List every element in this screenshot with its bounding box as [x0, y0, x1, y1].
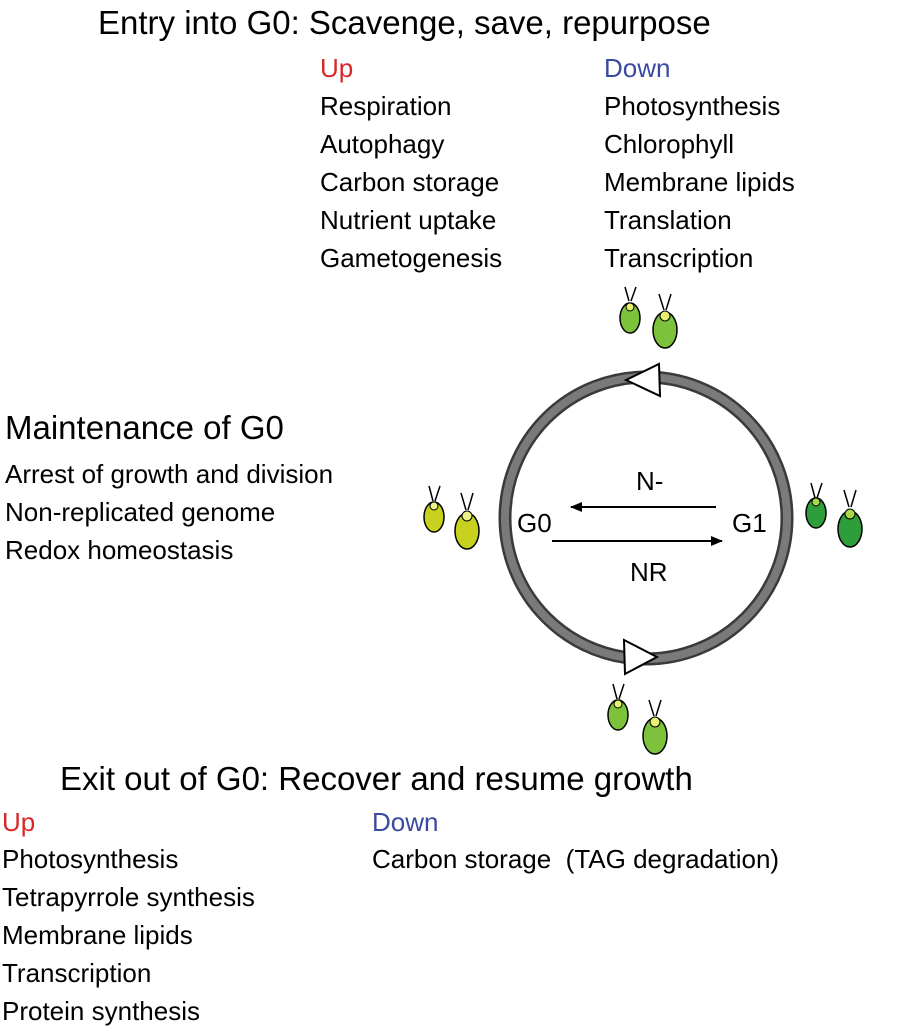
exit-up-item: Transcription — [2, 958, 152, 988]
exit-up-item: Membrane lipids — [2, 920, 193, 950]
cell-icon — [642, 699, 668, 755]
triangle-arrow-icon — [622, 638, 660, 676]
entry-up-item: Respiration — [320, 91, 452, 121]
to-g0-label: N- — [636, 466, 663, 496]
cell-icon — [619, 286, 641, 334]
g0-label: G0 — [517, 508, 552, 538]
exit-down-list: Carbon storage (TAG degradation) — [372, 840, 779, 878]
entry-up-item: Autophagy — [320, 129, 445, 159]
entry-down-label: Down — [604, 53, 671, 83]
entry-down-list: Photosynthesis Chlorophyll Membrane lipi… — [604, 87, 795, 277]
entry-up-item: Gametogenesis — [320, 243, 503, 273]
entry-up-item: Nutrient uptake — [320, 205, 497, 235]
entry-up-item: Carbon storage — [320, 167, 500, 197]
cell-icon — [607, 683, 629, 731]
exit-up-item: Photosynthesis — [2, 844, 179, 874]
entry-up-list: Respiration Autophagy Carbon storage Nut… — [320, 87, 502, 277]
entry-down-item: Chlorophyll — [604, 129, 735, 159]
maintenance-title: Maintenance of G0 — [5, 409, 284, 446]
cell-icon — [652, 293, 678, 349]
entry-down-item: Transcription — [604, 243, 754, 273]
maintenance-item: Non-replicated genome — [5, 497, 276, 527]
maintenance-item: Arrest of growth and division — [5, 459, 334, 489]
exit-up-item: Tetrapyrrole synthesis — [2, 882, 255, 912]
cell-icon — [837, 489, 863, 548]
exit-down-item: Carbon storage (TAG degradation) — [372, 844, 780, 874]
entry-down-item: Photosynthesis — [604, 91, 781, 121]
exit-title: Exit out of G0: Recover and resume growt… — [60, 760, 693, 797]
exit-up-list: Photosynthesis Tetrapyrrole synthesis Me… — [2, 840, 255, 1030]
exit-up-label: Up — [2, 807, 36, 837]
to-g1-label: NR — [630, 557, 668, 587]
exit-up-item: Protein synthesis — [2, 996, 200, 1026]
g1-label: G1 — [732, 508, 767, 538]
entry-down-item: Translation — [604, 205, 732, 235]
entry-up-label: Up — [320, 53, 354, 83]
cell-icon — [454, 492, 480, 550]
cell-icon — [423, 485, 445, 533]
entry-title: Entry into G0: Scavenge, save, repurpose — [98, 4, 711, 41]
maintenance-list: Arrest of growth and division Non-replic… — [5, 455, 333, 569]
cell-icon — [805, 482, 827, 529]
exit-down-label: Down — [372, 807, 439, 837]
triangle-arrow-icon — [623, 362, 662, 398]
maintenance-item: Redox homeostasis — [5, 535, 234, 565]
entry-down-item: Membrane lipids — [604, 167, 795, 197]
